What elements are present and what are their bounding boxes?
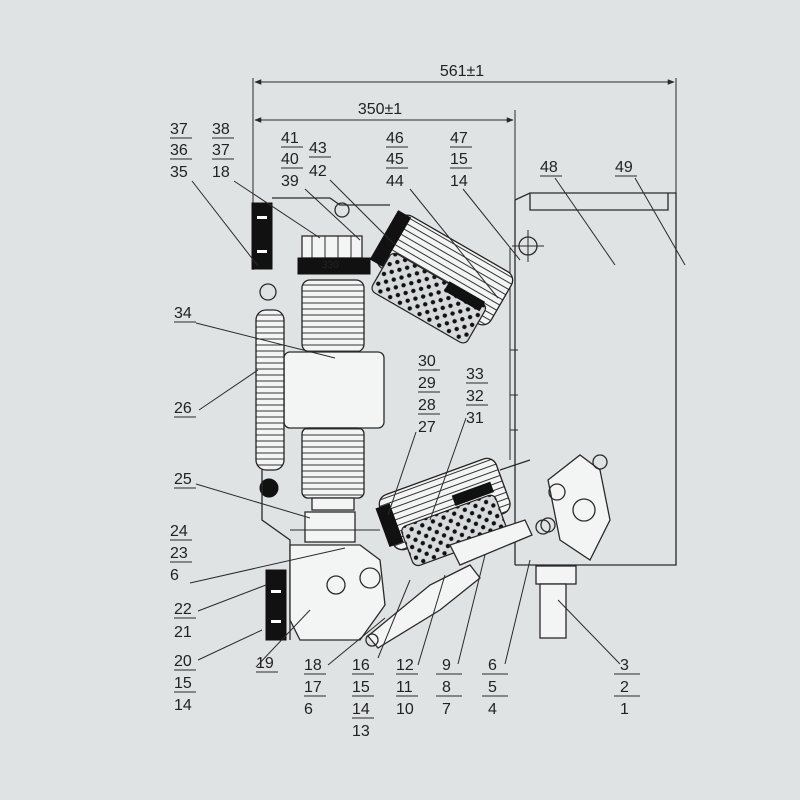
callout-37-36-35: 37 36 35 bbox=[170, 121, 192, 181]
bottom-insulator bbox=[375, 457, 511, 567]
callout-47-15-14: 47 15 14 bbox=[450, 130, 472, 190]
callout-text: 44 bbox=[386, 173, 404, 190]
callout-22-21: 22 21 bbox=[174, 601, 196, 641]
callout-text: 32 bbox=[466, 388, 484, 405]
callout-text: 20 bbox=[174, 653, 192, 670]
callout-text: 35 bbox=[170, 164, 188, 181]
callout-25: 25 bbox=[174, 471, 196, 489]
callout-43-42: 43 42 bbox=[309, 140, 331, 180]
callout-text: 34 bbox=[174, 305, 192, 322]
callout-text: 11 bbox=[396, 679, 413, 696]
top-contact-fingers: 330 bbox=[297, 235, 371, 275]
callout-19: 19 bbox=[256, 655, 278, 673]
callout-text: 12 bbox=[396, 657, 414, 674]
callout-text: 3 bbox=[620, 657, 629, 674]
callout-text: 28 bbox=[418, 397, 436, 414]
callout-text: 19 bbox=[256, 655, 274, 672]
callout-41-40-39: 41 40 39 bbox=[281, 130, 303, 190]
callout-text: 5 bbox=[488, 679, 497, 696]
callout-text: 13 bbox=[352, 723, 370, 740]
callout-text: 21 bbox=[174, 624, 192, 641]
top-insulator bbox=[369, 210, 514, 344]
callout-text: 37 bbox=[212, 142, 230, 159]
callout-33-32-31: 33 32 31 bbox=[466, 366, 488, 427]
callout-48: 48 bbox=[540, 159, 562, 177]
callout-30-29-28-27: 30 29 28 27 bbox=[418, 353, 440, 436]
cabinet-housing bbox=[509, 192, 677, 566]
leader-lines bbox=[189, 177, 686, 668]
callout-text: 15 bbox=[352, 679, 370, 696]
callout-text: 18 bbox=[212, 164, 230, 181]
callout-16-15-14-13: 16 15 14 13 bbox=[352, 657, 374, 740]
dimension-overall-label: 561±1 bbox=[440, 63, 484, 80]
callout-12-11-10: 12 11 10 bbox=[396, 657, 418, 718]
callout-text: 16 bbox=[352, 657, 370, 674]
dimension-inner: 350±1 bbox=[254, 101, 516, 200]
callout-text: 17 bbox=[304, 679, 322, 696]
callout-text: 14 bbox=[450, 173, 468, 190]
callout-text: 46 bbox=[386, 130, 404, 147]
callout-26: 26 bbox=[174, 400, 196, 418]
callout-text: 24 bbox=[170, 523, 188, 540]
callout-text: 26 bbox=[174, 400, 192, 417]
callout-text: 8 bbox=[442, 679, 451, 696]
callout-text: 49 bbox=[615, 159, 633, 176]
callout-text: 39 bbox=[281, 173, 299, 190]
callout-49: 49 bbox=[615, 159, 637, 177]
callout-24-23-6: 24 23 6 bbox=[170, 523, 192, 584]
callout-text: 42 bbox=[309, 163, 327, 180]
callout-text: 15 bbox=[174, 675, 192, 692]
callout-text: 37 bbox=[170, 121, 188, 138]
callout-text: 10 bbox=[396, 701, 414, 718]
dimension-inner-label: 350±1 bbox=[358, 101, 402, 118]
contact-mark: 330 bbox=[322, 260, 339, 271]
callout-3-2-1: 3 2 1 bbox=[614, 657, 640, 718]
callout-6-5-4: 6 5 4 bbox=[482, 657, 508, 718]
callout-text: 29 bbox=[418, 375, 436, 392]
callout-text: 6 bbox=[170, 567, 179, 584]
callout-text: 31 bbox=[466, 410, 484, 427]
callout-38-37-18: 38 37 18 bbox=[212, 121, 234, 181]
callout-text: 22 bbox=[174, 601, 192, 618]
callout-20-15-14: 20 15 14 bbox=[174, 653, 196, 714]
callout-34: 34 bbox=[174, 305, 196, 323]
callout-text: 40 bbox=[281, 151, 299, 168]
callout-text: 25 bbox=[174, 471, 192, 488]
callout-9-8-7: 9 8 7 bbox=[436, 657, 462, 718]
top-terminal-block bbox=[251, 197, 390, 270]
callout-text: 38 bbox=[212, 121, 230, 138]
callout-text: 48 bbox=[540, 159, 558, 176]
callout-text: 14 bbox=[174, 697, 192, 714]
callout-text: 36 bbox=[170, 142, 188, 159]
callout-text: 1 bbox=[620, 701, 629, 718]
callout-text: 6 bbox=[488, 657, 497, 674]
callout-text: 23 bbox=[170, 545, 188, 562]
callout-text: 33 bbox=[466, 366, 484, 383]
callout-text: 47 bbox=[450, 130, 468, 147]
lower-frame bbox=[265, 511, 386, 641]
callout-text: 14 bbox=[352, 701, 370, 718]
callout-text: 15 bbox=[450, 151, 468, 168]
callout-labels: 37 36 35 38 37 18 41 40 39 43 42 bbox=[170, 121, 640, 740]
callout-text: 6 bbox=[304, 701, 313, 718]
callout-18-17-6: 18 17 6 bbox=[304, 657, 326, 718]
earthing-arm bbox=[365, 519, 551, 649]
callout-text: 43 bbox=[309, 140, 327, 157]
callout-text: 18 bbox=[304, 657, 322, 674]
callout-text: 41 bbox=[281, 130, 299, 147]
callout-text: 2 bbox=[620, 679, 629, 696]
callout-text: 9 bbox=[442, 657, 451, 674]
callout-text: 7 bbox=[442, 701, 451, 718]
callout-text: 30 bbox=[418, 353, 436, 370]
vacuum-interrupter bbox=[283, 279, 385, 511]
left-bellows bbox=[255, 283, 291, 640]
callout-text: 4 bbox=[488, 701, 497, 718]
callout-text: 27 bbox=[418, 419, 436, 436]
operating-mechanism bbox=[499, 454, 611, 561]
callout-46-45-44: 46 45 44 bbox=[386, 130, 408, 190]
callout-text: 45 bbox=[386, 151, 404, 168]
bottom-pin bbox=[535, 565, 577, 639]
